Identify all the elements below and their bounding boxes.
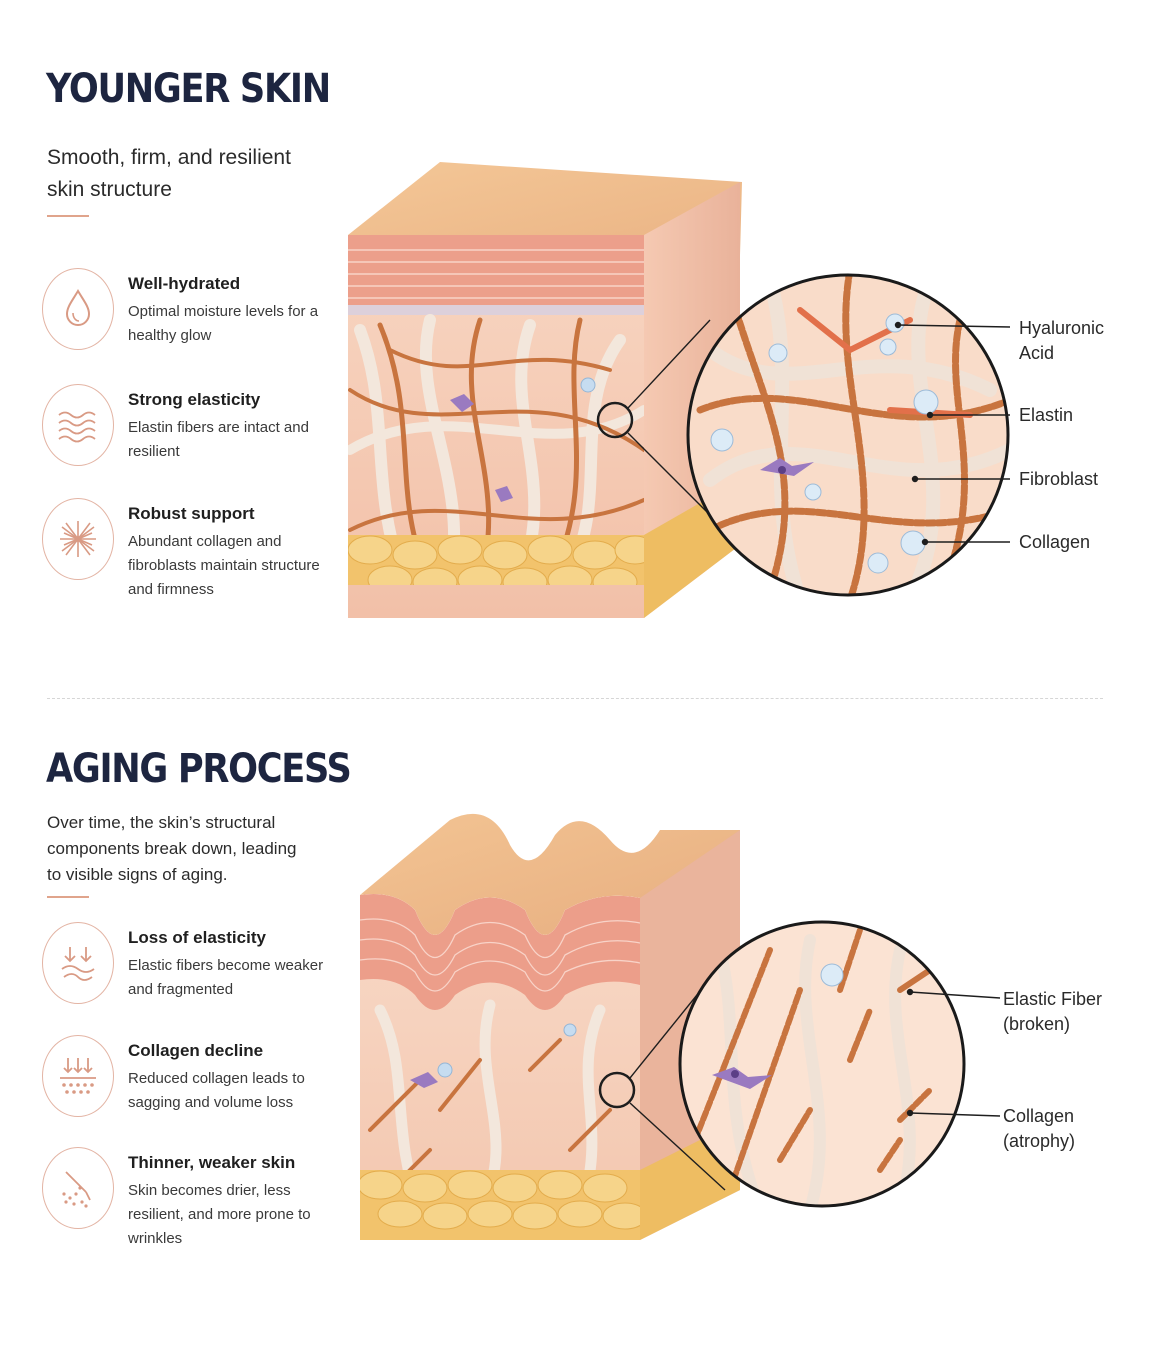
zoom-source-marker: [598, 1071, 636, 1109]
callout-line: (atrophy): [1003, 1131, 1076, 1151]
feature-title: Well-hydrated: [128, 274, 241, 293]
accent-divider: [47, 896, 89, 898]
callout-collagen: Collagen: [1019, 532, 1091, 552]
arrows-down-wave-icon: [42, 922, 114, 1004]
subtitle-line: to visible signs of aging.: [47, 865, 228, 884]
feature-title: Collagen decline: [128, 1041, 264, 1060]
feature-description: Optimal moisture levels for a healthy gl…: [128, 303, 319, 344]
younger-skin-section: YOUNGER SKIN Smooth, firm, and resilient…: [42, 66, 1104, 618]
subtitle-line: skin structure: [47, 178, 172, 201]
feature-description: Elastin fibers are intact and resilient: [128, 419, 309, 460]
callout-line: Elastic Fiber: [1003, 989, 1103, 1009]
aging-skin-illustration: [360, 813, 1001, 1240]
callout-line: Acid: [1019, 343, 1055, 363]
dry-skin-icon: [42, 1147, 114, 1229]
younger-skin-zoom-circle: [686, 273, 1010, 597]
waves-icon: [42, 384, 114, 466]
accent-divider: [47, 215, 89, 217]
feature-description: Skin becomes drier, less resilient, and …: [128, 1182, 311, 1247]
arrows-down-dots-icon: [42, 1035, 114, 1117]
subtitle-line: components break down, leading: [47, 839, 297, 858]
skin-surface: [348, 162, 742, 255]
section-divider: [47, 698, 1103, 699]
mesh-icon: [42, 498, 114, 580]
feature-description: Abundant collagen and fibroblasts mainta…: [128, 533, 320, 598]
feature-description: Elastic fibers become weaker and fragmen…: [128, 957, 324, 998]
callout-hyaluronic-acid: Hyaluronic Acid: [1019, 316, 1104, 366]
callout-collagen-atrophy: Collagen (atrophy): [1003, 1104, 1075, 1154]
section-title-aging-process: AGING PROCESS: [46, 746, 352, 792]
younger-skin-illustration: [348, 162, 1011, 618]
feature-well-hydrated: Well-hydrated Optimal moisture levels fo…: [42, 268, 342, 378]
younger-skin-subtitle: Smooth, firm, and resilient skin structu…: [47, 142, 291, 206]
subtitle-line: Smooth, firm, and resilient: [47, 146, 291, 169]
feature-title: Thinner, weaker skin: [128, 1153, 296, 1172]
feature-thinner-weaker-skin: Thinner, weaker skin Skin becomes drier,…: [42, 1147, 342, 1257]
zoom-source-marker: [596, 401, 634, 439]
section-title-younger-skin: YOUNGER SKIN: [46, 66, 331, 112]
aging-process-subtitle: Over time, the skin’s structural compone…: [47, 810, 297, 888]
callout-elastic-fiber-broken: Elastic Fiber (broken): [1003, 987, 1102, 1037]
callout-line: Hyaluronic: [1019, 318, 1105, 338]
subtitle-line: Over time, the skin’s structural: [47, 813, 276, 832]
feature-title: Robust support: [128, 504, 255, 523]
aging-skin-zoom-circle: [678, 920, 966, 1208]
callout-line: Collagen: [1003, 1106, 1075, 1126]
feature-title: Strong elasticity: [128, 390, 261, 409]
skin-surface-wrinkled: [360, 813, 740, 935]
feature-loss-of-elasticity: Loss of elasticity Elastic fibers become…: [42, 922, 342, 1032]
aging-process-section: AGING PROCESS Over time, the skin’s stru…: [0, 690, 1149, 1369]
callout-fibroblast: Fibroblast: [1019, 469, 1099, 489]
feature-strong-elasticity: Strong elasticity Elastin fibers are int…: [42, 384, 342, 494]
feature-description: Reduced collagen leads to sagging and vo…: [128, 1070, 305, 1111]
feature-collagen-decline: Collagen decline Reduced collagen leads …: [42, 1035, 342, 1145]
feature-robust-support: Robust support Abundant collagen and fib…: [42, 498, 342, 608]
feature-title: Loss of elasticity: [128, 928, 266, 947]
droplet-icon: [42, 268, 114, 350]
callout-elastin: Elastin: [1019, 405, 1074, 425]
callout-line: (broken): [1003, 1014, 1071, 1034]
